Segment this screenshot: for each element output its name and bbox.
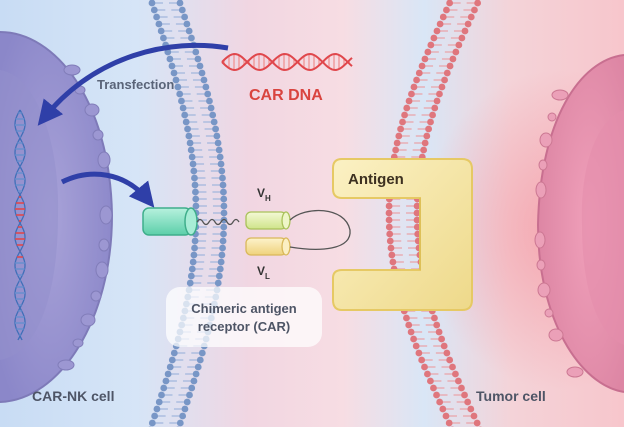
tumor-cell-label: Tumor cell <box>476 388 546 404</box>
vh-label: VH <box>257 186 271 203</box>
vh-domain <box>245 211 291 230</box>
transfection-arrow <box>37 42 229 126</box>
car-label-bubble <box>166 287 322 347</box>
transfection-label: Transfection <box>97 77 174 92</box>
car-transmembrane-domain <box>142 207 198 236</box>
car-hinge-linker <box>196 218 240 226</box>
car-construct <box>142 207 351 256</box>
antigen-block <box>332 158 473 311</box>
car-dna-label: CAR DNA <box>249 87 323 104</box>
car-dna-helix <box>221 52 353 72</box>
scfv-linker <box>289 209 351 250</box>
nk-cell-body <box>0 31 114 403</box>
tumor-cell-body <box>534 54 624 393</box>
car-label-line1: Chimeric antigen <box>191 301 297 316</box>
expression-arrow <box>60 171 155 208</box>
nk-cell-label: CAR-NK cell <box>32 388 114 404</box>
vl-domain <box>245 237 291 256</box>
vl-label: VL <box>257 264 270 281</box>
car-label-line2: receptor (CAR) <box>198 319 290 334</box>
tumor-cell-membrane <box>385 0 482 427</box>
integrated-car-dna <box>14 109 26 341</box>
antigen-label: Antigen <box>348 171 404 188</box>
